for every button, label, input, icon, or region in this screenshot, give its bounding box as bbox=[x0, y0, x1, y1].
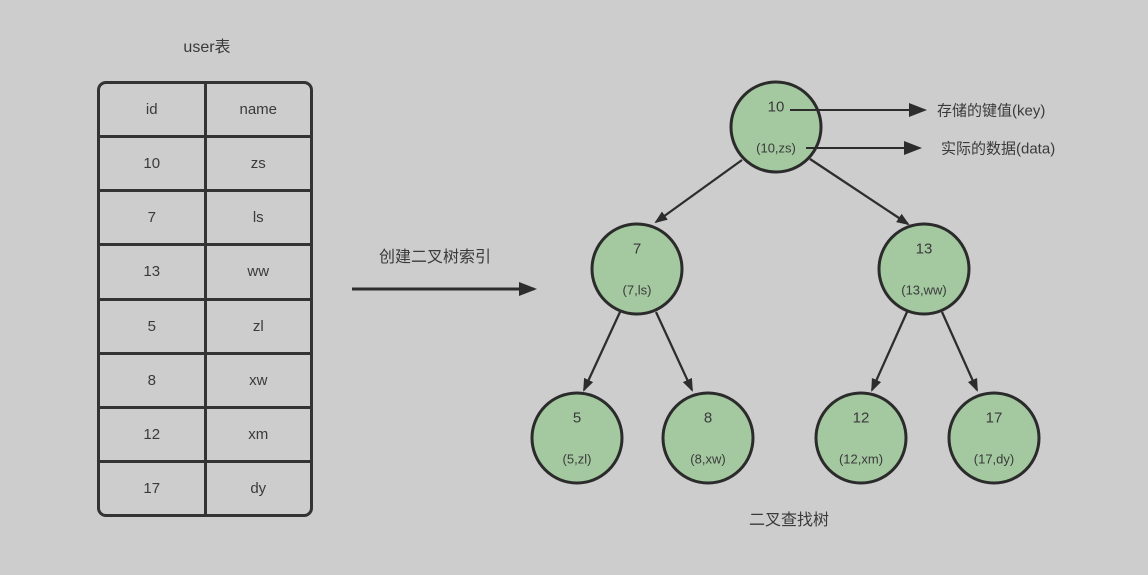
tree-node-circle-8 bbox=[661, 391, 755, 485]
table-row: 17 dy bbox=[100, 462, 310, 514]
tree-node-5: 5 (5,zl) bbox=[563, 409, 592, 470]
cell-id: 8 bbox=[100, 354, 207, 406]
column-header-id: id bbox=[100, 84, 207, 136]
create-index-label: 创建二叉树索引 bbox=[378, 249, 492, 266]
tree-node-circle-10 bbox=[729, 80, 823, 174]
tree-node-circle-17 bbox=[947, 391, 1041, 485]
node-data: (5,zl) bbox=[562, 451, 592, 467]
edge-7-to-8 bbox=[654, 311, 694, 392]
cell-name: zs bbox=[250, 155, 266, 173]
node-data: (8,xw) bbox=[690, 451, 726, 467]
tree-node-circle-5 bbox=[530, 391, 624, 485]
edge-13-to-17 bbox=[940, 311, 979, 392]
cell-id: 12 bbox=[100, 408, 207, 460]
cell-name: zl bbox=[252, 317, 264, 335]
data-annotation-label: 实际的数据(data) bbox=[941, 140, 1056, 158]
tree-node-circle-13 bbox=[877, 222, 971, 316]
edge-root-to-7 bbox=[654, 159, 743, 224]
table-header-row: id name bbox=[100, 84, 310, 139]
tree-caption: 二叉查找树 bbox=[748, 512, 830, 529]
node-key: 10 bbox=[767, 98, 785, 116]
node-key: 8 bbox=[703, 409, 713, 427]
tree-node-10: 10 (10,zs) bbox=[756, 98, 796, 159]
table-row: 7 ls bbox=[100, 192, 310, 247]
node-data: (7,ls) bbox=[622, 282, 652, 298]
table-row: 8 xw bbox=[100, 354, 310, 409]
tree-node-17: 17 (17,dy) bbox=[974, 409, 1014, 470]
table-row: 12 xm bbox=[100, 408, 310, 463]
key-annotation-label: 存储的键值(key) bbox=[937, 102, 1046, 120]
tree-node-circle-7 bbox=[590, 222, 684, 316]
table-row: 10 zs bbox=[100, 138, 310, 193]
tree-node-12: 12 (12,xm) bbox=[839, 409, 883, 470]
node-data: (10,zs) bbox=[756, 140, 796, 156]
node-data: (12,xm) bbox=[838, 451, 884, 467]
edge-13-to-12 bbox=[870, 311, 909, 392]
edge-root-to-13 bbox=[809, 158, 910, 226]
tree-node-7: 7 (7,ls) bbox=[623, 240, 652, 301]
cell-name: xm bbox=[248, 425, 269, 443]
node-key: 12 bbox=[852, 409, 870, 427]
tree-node-8: 8 (8,xw) bbox=[690, 409, 725, 470]
cell-id: 7 bbox=[100, 192, 207, 244]
cell-id: 10 bbox=[100, 138, 207, 190]
node-key: 5 bbox=[572, 409, 582, 427]
user-table: id name 10 zs 7 ls 13 ww 5 zl 8 xw 12 xm… bbox=[97, 81, 313, 517]
table-row: 13 ww bbox=[100, 246, 310, 301]
node-data: (13,ww) bbox=[901, 282, 947, 298]
node-key: 7 bbox=[632, 240, 642, 258]
edge-7-to-5 bbox=[582, 311, 622, 392]
cell-name: xw bbox=[249, 371, 268, 389]
user-table-title: user表 bbox=[183, 39, 231, 56]
node-data: (17,dy) bbox=[973, 451, 1015, 467]
tree-node-circle-12 bbox=[814, 391, 908, 485]
cell-id: 13 bbox=[100, 246, 207, 298]
cell-name: dy bbox=[250, 479, 267, 497]
node-key: 17 bbox=[985, 409, 1003, 427]
node-key: 13 bbox=[915, 240, 933, 258]
cell-name: ls bbox=[252, 209, 264, 227]
tree-node-13: 13 (13,ww) bbox=[901, 240, 947, 301]
column-header-name: name bbox=[239, 101, 278, 119]
table-row: 5 zl bbox=[100, 300, 310, 355]
cell-name: ww bbox=[247, 263, 270, 281]
cell-id: 5 bbox=[100, 300, 207, 352]
cell-id: 17 bbox=[100, 462, 207, 514]
